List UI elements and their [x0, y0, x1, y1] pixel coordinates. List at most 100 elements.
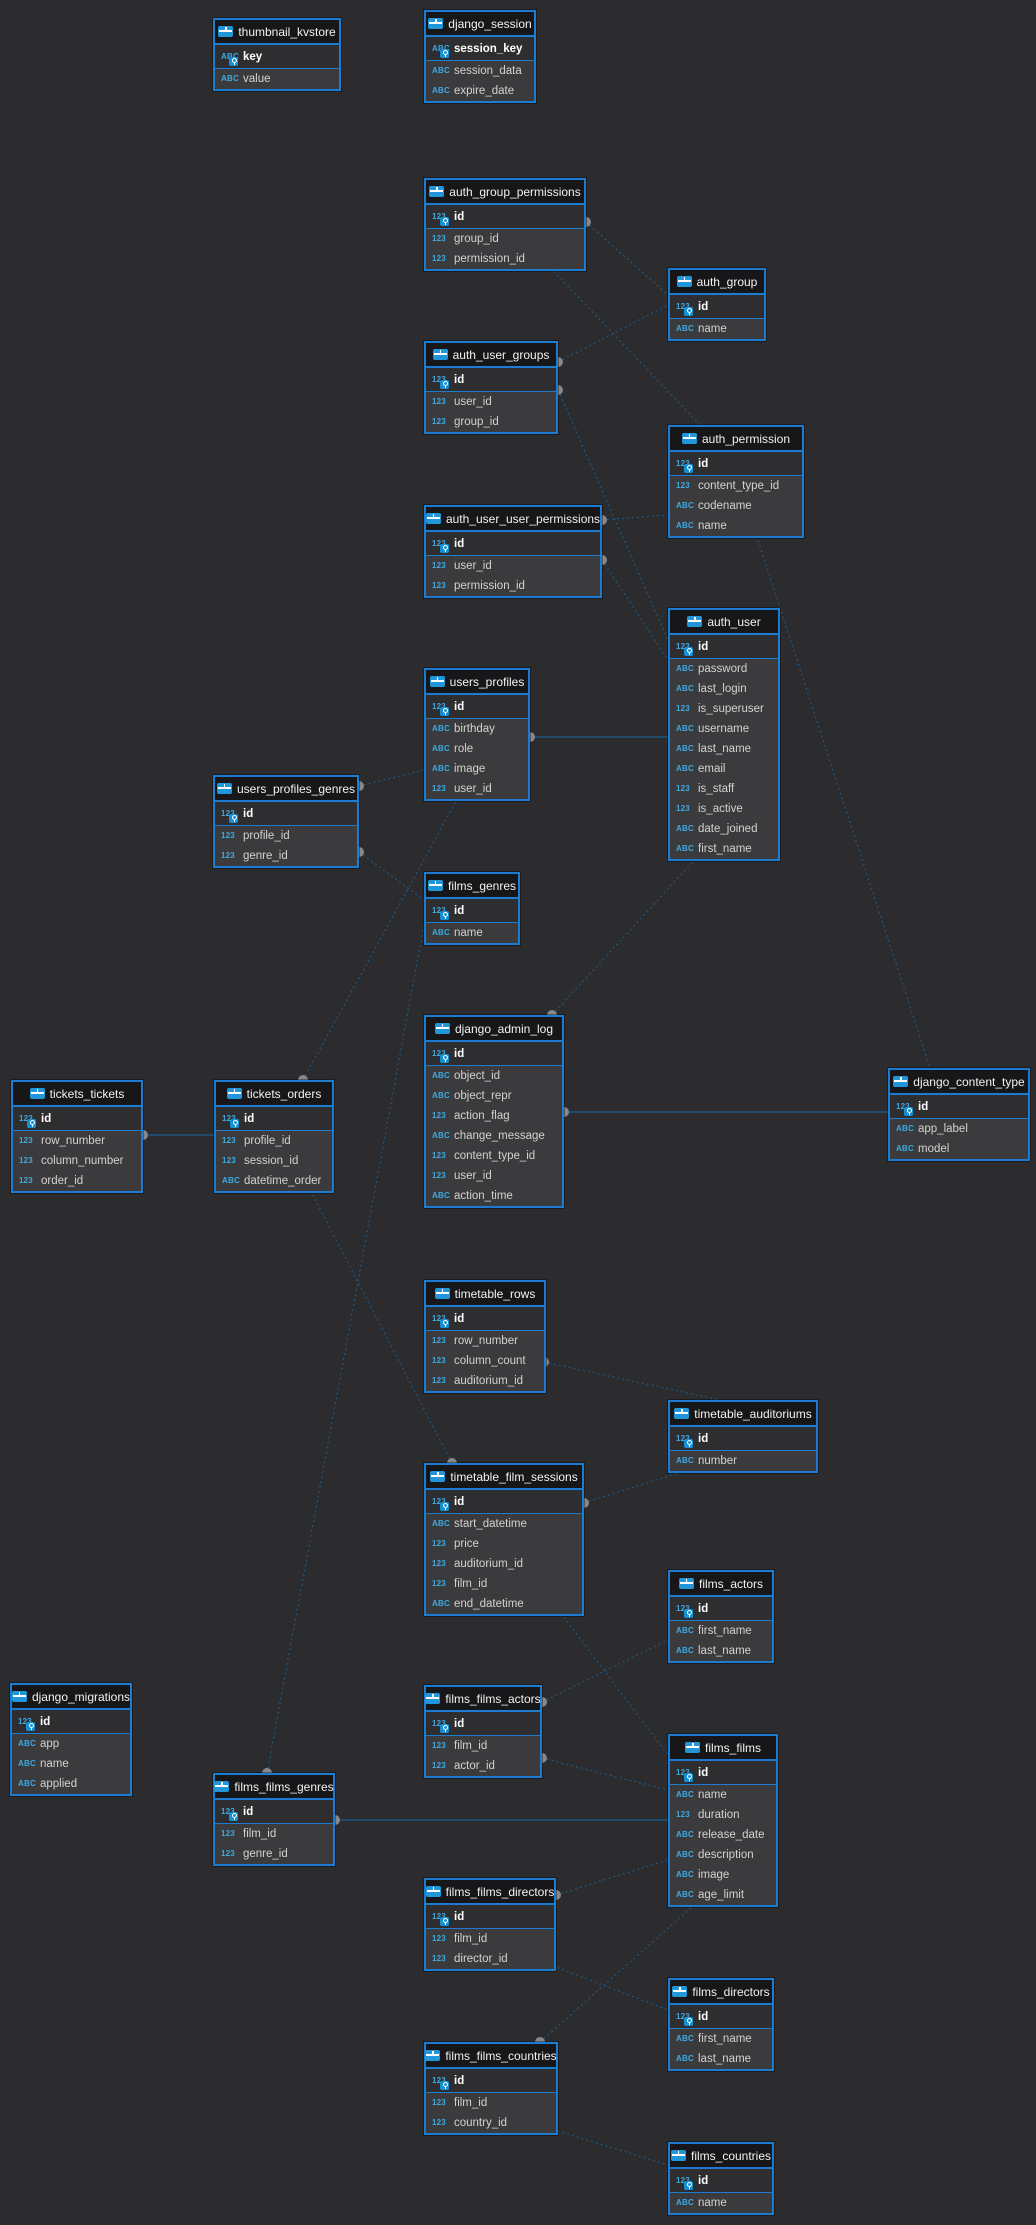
table-users_profiles_genres[interactable]: users_profiles_genres123id123profile_id1…	[213, 775, 359, 868]
column-row-release_date[interactable]: ABCrelease_date	[670, 1825, 776, 1845]
column-row-id[interactable]: 123id	[426, 532, 600, 556]
column-row-director_id[interactable]: 123director_id	[426, 1949, 554, 1969]
column-row-date_joined[interactable]: ABCdate_joined	[670, 819, 778, 839]
column-row-first_name[interactable]: ABCfirst_name	[670, 2029, 772, 2049]
column-row-id[interactable]: 123id	[670, 1427, 816, 1451]
column-row-is_superuser[interactable]: 123is_superuser	[670, 699, 778, 719]
column-row-film_id[interactable]: 123film_id	[426, 2093, 556, 2113]
table-header[interactable]: users_profiles_genres	[215, 777, 357, 802]
column-row-id[interactable]: 123id	[670, 1597, 772, 1621]
column-row-id[interactable]: 123id	[426, 899, 518, 923]
table-django_admin_log[interactable]: django_admin_log123idABCobject_idABCobje…	[424, 1015, 564, 1208]
table-header[interactable]: timetable_rows	[426, 1282, 544, 1307]
column-row-row_number[interactable]: 123row_number	[426, 1331, 544, 1351]
column-row-is_active[interactable]: 123is_active	[670, 799, 778, 819]
column-row-actor_id[interactable]: 123actor_id	[426, 1756, 540, 1776]
column-row-id[interactable]: 123id	[215, 1800, 333, 1824]
table-thumbnail_kvstore[interactable]: thumbnail_kvstoreABCkeyABCvalue	[213, 18, 341, 91]
column-row-id[interactable]: 123id	[426, 1712, 540, 1736]
column-row-film_id[interactable]: 123film_id	[215, 1824, 333, 1844]
table-header[interactable]: films_actors	[670, 1572, 772, 1597]
column-row-name[interactable]: ABCname	[12, 1754, 130, 1774]
column-row-password[interactable]: ABCpassword	[670, 659, 778, 679]
column-row-last_name[interactable]: ABClast_name	[670, 739, 778, 759]
table-films_films_directors[interactable]: films_films_directors123id123film_id123d…	[424, 1878, 556, 1971]
table-films_directors[interactable]: films_directors123idABCfirst_nameABClast…	[668, 1978, 774, 2071]
table-auth_user_groups[interactable]: auth_user_groups123id123user_id123group_…	[424, 341, 558, 434]
column-row-id[interactable]: 123id	[426, 368, 556, 392]
column-row-genre_id[interactable]: 123genre_id	[215, 846, 357, 866]
table-header[interactable]: auth_permission	[670, 427, 802, 452]
column-row-id[interactable]: 123id	[426, 1042, 562, 1066]
column-row-first_name[interactable]: ABCfirst_name	[670, 1621, 772, 1641]
column-row-group_id[interactable]: 123group_id	[426, 229, 584, 249]
table-header[interactable]: django_content_type	[890, 1070, 1028, 1095]
table-tickets_orders[interactable]: tickets_orders123id123profile_id123sessi…	[214, 1080, 334, 1193]
column-row-name[interactable]: ABCname	[670, 2193, 772, 2213]
column-row-user_id[interactable]: 123user_id	[426, 392, 556, 412]
table-users_profiles[interactable]: users_profiles123idABCbirthdayABCroleABC…	[424, 668, 530, 801]
column-row-id[interactable]: 123id	[426, 205, 584, 229]
column-row-id[interactable]: 123id	[215, 802, 357, 826]
column-row-row_number[interactable]: 123row_number	[13, 1131, 141, 1151]
column-row-duration[interactable]: 123duration	[670, 1805, 776, 1825]
column-row-last_login[interactable]: ABClast_login	[670, 679, 778, 699]
table-timetable_auditoriums[interactable]: timetable_auditoriums123idABCnumber	[668, 1400, 818, 1473]
table-auth_group[interactable]: auth_group123idABCname	[668, 268, 766, 341]
column-row-country_id[interactable]: 123country_id	[426, 2113, 556, 2133]
column-row-role[interactable]: ABCrole	[426, 739, 528, 759]
column-row-id[interactable]: 123id	[670, 635, 778, 659]
column-row-film_id[interactable]: 123film_id	[426, 1929, 554, 1949]
column-row-id[interactable]: 123id	[13, 1107, 141, 1131]
column-row-session_data[interactable]: ABCsession_data	[426, 61, 534, 81]
table-header[interactable]: films_films_directors	[426, 1880, 554, 1905]
table-auth_group_permissions[interactable]: auth_group_permissions123id123group_id12…	[424, 178, 586, 271]
table-django_content_type[interactable]: django_content_type123idABCapp_labelABCm…	[888, 1068, 1030, 1161]
column-row-app_label[interactable]: ABCapp_label	[890, 1119, 1028, 1139]
column-row-id[interactable]: 123id	[670, 2169, 772, 2193]
column-row-birthday[interactable]: ABCbirthday	[426, 719, 528, 739]
table-header[interactable]: auth_user	[670, 610, 778, 635]
column-row-column_number[interactable]: 123column_number	[13, 1151, 141, 1171]
column-row-start_datetime[interactable]: ABCstart_datetime	[426, 1514, 582, 1534]
table-header[interactable]: django_session	[426, 12, 534, 37]
column-row-genre_id[interactable]: 123genre_id	[215, 1844, 333, 1864]
column-row-id[interactable]: 123id	[12, 1710, 130, 1734]
table-django_migrations[interactable]: django_migrations123idABCappABCnameABCap…	[10, 1683, 132, 1796]
column-row-id[interactable]: 123id	[670, 452, 802, 476]
column-row-id[interactable]: 123id	[426, 1490, 582, 1514]
column-row-key[interactable]: ABCkey	[215, 45, 339, 69]
column-row-end_datetime[interactable]: ABCend_datetime	[426, 1594, 582, 1614]
column-row-column_count[interactable]: 123column_count	[426, 1351, 544, 1371]
column-row-film_id[interactable]: 123film_id	[426, 1574, 582, 1594]
column-row-expire_date[interactable]: ABCexpire_date	[426, 81, 534, 101]
table-timetable_rows[interactable]: timetable_rows123id123row_number123colum…	[424, 1280, 546, 1393]
table-header[interactable]: auth_user_groups	[426, 343, 556, 368]
table-header[interactable]: films_films_genres	[215, 1775, 333, 1800]
column-row-permission_id[interactable]: 123permission_id	[426, 576, 600, 596]
table-auth_permission[interactable]: auth_permission123id123content_type_idAB…	[668, 425, 804, 538]
column-row-id[interactable]: 123id	[670, 295, 764, 319]
column-row-description[interactable]: ABCdescription	[670, 1845, 776, 1865]
column-row-id[interactable]: 123id	[426, 2069, 556, 2093]
column-row-profile_id[interactable]: 123profile_id	[215, 826, 357, 846]
column-row-action_time[interactable]: ABCaction_time	[426, 1186, 562, 1206]
column-row-auditorium_id[interactable]: 123auditorium_id	[426, 1554, 582, 1574]
table-header[interactable]: django_migrations	[12, 1685, 130, 1710]
table-header[interactable]: timetable_film_sessions	[426, 1465, 582, 1490]
table-header[interactable]: films_films_actors	[426, 1687, 540, 1712]
column-row-id[interactable]: 123id	[670, 2005, 772, 2029]
table-header[interactable]: films_genres	[426, 874, 518, 899]
table-timetable_film_sessions[interactable]: timetable_film_sessions123idABCstart_dat…	[424, 1463, 584, 1616]
table-header[interactable]: tickets_tickets	[13, 1082, 141, 1107]
table-films_countries[interactable]: films_countries123idABCname	[668, 2142, 774, 2215]
column-row-id[interactable]: 123id	[890, 1095, 1028, 1119]
column-row-name[interactable]: ABCname	[426, 923, 518, 943]
table-films_actors[interactable]: films_actors123idABCfirst_nameABClast_na…	[668, 1570, 774, 1663]
table-header[interactable]: tickets_orders	[216, 1082, 332, 1107]
column-row-profile_id[interactable]: 123profile_id	[216, 1131, 332, 1151]
column-row-id[interactable]: 123id	[426, 1307, 544, 1331]
table-header[interactable]: auth_group	[670, 270, 764, 295]
table-films_films[interactable]: films_films123idABCname123durationABCrel…	[668, 1734, 778, 1907]
